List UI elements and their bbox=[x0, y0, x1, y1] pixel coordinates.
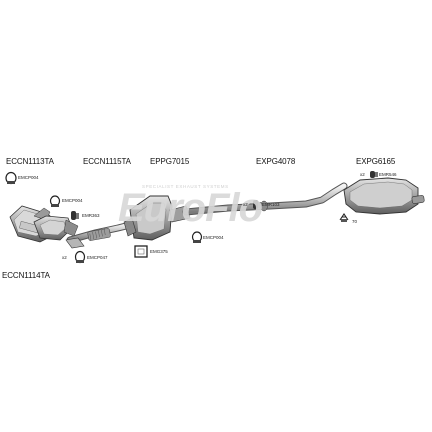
clip-icon bbox=[339, 213, 349, 222]
label-clamp-a: EMCP004 bbox=[18, 175, 39, 180]
clamp-icon-d bbox=[74, 250, 86, 264]
label-clamp-d: EMCP047 bbox=[87, 255, 108, 260]
label-rubber-a: EMR363 bbox=[82, 213, 100, 218]
code-ecc-front-left: ECCN1113TA bbox=[6, 157, 54, 166]
gasket-icon bbox=[134, 245, 148, 258]
flex-joint bbox=[87, 227, 111, 241]
code-ecc-lower: ECCN1114TA bbox=[2, 271, 50, 280]
watermark-tagline: SPECIALIST EXHAUST SYSTEMS bbox=[142, 184, 229, 189]
qty-3: x2 bbox=[360, 172, 365, 177]
label-clip: 70 bbox=[352, 219, 358, 224]
rear-silencer bbox=[343, 177, 425, 215]
label-rubber-b: EMR103 bbox=[262, 202, 280, 207]
second-catalytic-converter bbox=[33, 215, 79, 241]
rubber-mount-icon-a bbox=[71, 211, 79, 220]
clamp-icon-c bbox=[191, 231, 203, 243]
label-clamp-b: EMCP004 bbox=[62, 198, 83, 203]
code-mid-pipe: EXPG4078 bbox=[256, 157, 296, 166]
rubber-mount-icon-b bbox=[253, 200, 261, 209]
qty-2: x2 bbox=[243, 202, 248, 207]
label-clamp-c: EMCP004 bbox=[203, 235, 224, 240]
clamp-icon-b bbox=[49, 195, 61, 207]
label-rubber-c: EMR546 bbox=[379, 172, 397, 177]
code-ecc-front-mid: ECCN1115TA bbox=[83, 157, 131, 166]
diesel-particulate-filter bbox=[123, 195, 191, 241]
code-rear-silencer: EXPG6165 bbox=[356, 157, 396, 166]
code-dpf: EPPG7015 bbox=[150, 157, 190, 166]
watermark-brand: EuroFlo bbox=[118, 186, 263, 230]
clamp-icon-a bbox=[5, 171, 17, 185]
rubber-mount-icon-c bbox=[370, 171, 378, 178]
qty-1: x2 bbox=[62, 255, 67, 260]
intermediate-pipe bbox=[182, 182, 348, 216]
label-gasket: EMG375 bbox=[150, 249, 168, 254]
